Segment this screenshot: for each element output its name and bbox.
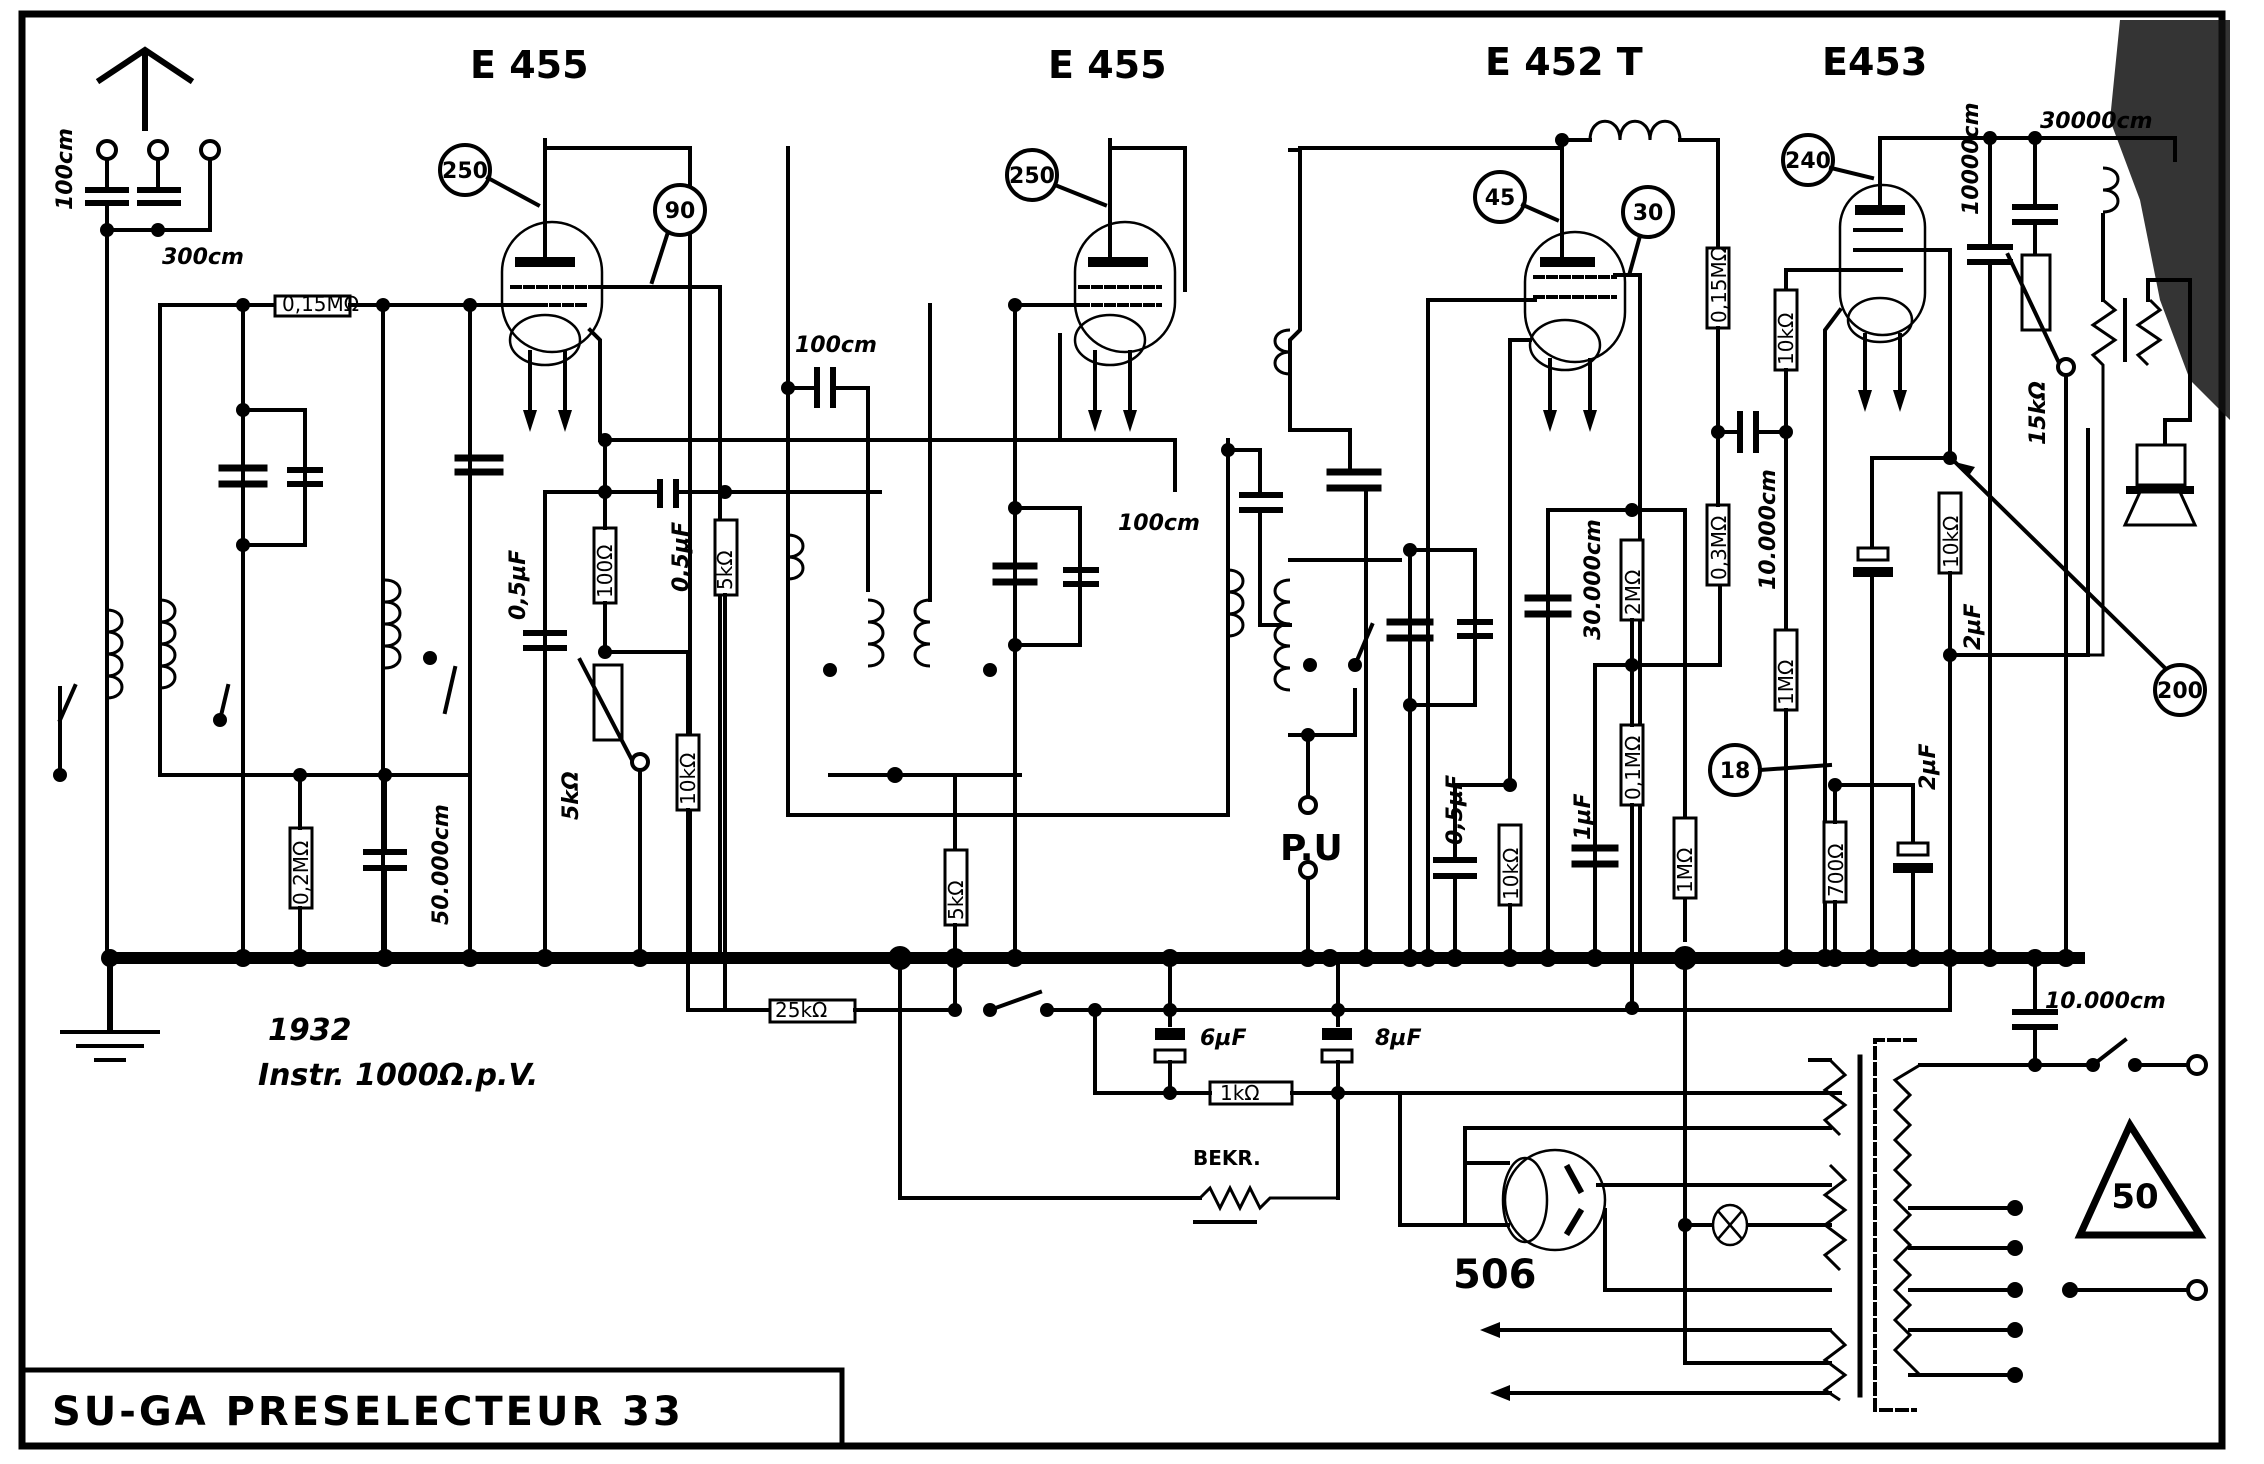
rectifier-tube (1398, 1091, 1832, 1292)
ground-taps (101, 949, 2075, 967)
tube-4-symbol (1773, 131, 2177, 960)
resistor-label: 0,2MΩ (289, 841, 313, 905)
capacitor-label: 30000cm (2040, 109, 2153, 134)
ground-symbol-icon (60, 955, 160, 1062)
capacitor-label: 10000cm (1959, 102, 1984, 215)
svg-text:250: 250 (1009, 164, 1055, 189)
resistor-label: 100Ω (593, 545, 617, 598)
resistor-label: 2MΩ (1621, 570, 1645, 615)
svg-text:240: 240 (1785, 149, 1831, 174)
resistor-label: 0,15MΩ (282, 292, 359, 316)
potentiometer-label: 5kΩ (559, 771, 584, 820)
capacitor-label: 30.000cm (1581, 519, 1606, 640)
tube-1-label: E 455 (470, 43, 589, 87)
capacitor-label: 10.000cm (2045, 989, 2166, 1014)
resistor-label: 5kΩ (944, 880, 968, 920)
svg-text:200: 200 (2157, 679, 2203, 704)
bandpass-2 (781, 146, 1230, 1012)
resistor-label: 1MΩ (1673, 848, 1697, 893)
field-coil-label: BEKR. (1193, 1146, 1261, 1170)
svg-text:250: 250 (442, 159, 488, 184)
capacitor-label: 1µF (1571, 793, 1596, 840)
resistor-label: 0,1MΩ (1621, 736, 1645, 800)
detector-input (1221, 148, 1402, 960)
potentiometer-label: 15kΩ (2026, 381, 2051, 445)
tube-3-screen-marker: 30 (1621, 185, 1675, 275)
capacitor-label: 50.000cm (429, 804, 454, 925)
resistor-label: 0,15MΩ (1707, 246, 1731, 323)
output-network (1822, 136, 2198, 960)
capacitor-label: 2µF (1961, 603, 1986, 650)
ht-supply (686, 956, 1952, 1224)
title-box: SU-GA PRESELECTEUR 33 (19, 1367, 845, 1449)
antenna-cap-label: 300cm (162, 245, 244, 270)
capacitor-label: 100cm (1118, 511, 1200, 536)
tube-4-voltage-marker: 240 (1781, 133, 1875, 187)
tube-1-voltage-marker: 250 (438, 143, 541, 208)
svg-text:45: 45 (1485, 186, 1516, 211)
capacitor-label: 0,5µF (1443, 775, 1468, 845)
capacitor-label: 100cm (795, 333, 877, 358)
heater-leads (1480, 1322, 1832, 1401)
resistor-label: 10kΩ (676, 753, 700, 805)
schematic-title: SU-GA PRESELECTEUR 33 (52, 1389, 684, 1435)
tube-4-label: E453 (1822, 40, 1927, 84)
capacitor-label: 0,5µF (669, 522, 694, 592)
tube-4-bias-marker: 18 (1708, 743, 1833, 797)
antenna-terminals (85, 139, 221, 960)
input-coil (106, 578, 402, 700)
instrument-note: Instr. 1000Ω.p.V. (258, 1058, 538, 1093)
resistor-label: 25kΩ (775, 998, 827, 1022)
tube-3-voltage-marker: 45 (1473, 170, 1560, 224)
antenna-cap-label: 100cm (53, 128, 78, 210)
resistor-label: 10kΩ (1774, 313, 1798, 365)
svg-text:50: 50 (2111, 1177, 2158, 1217)
capacitor-label: 10.000cm (1756, 469, 1781, 590)
tube-2-voltage-marker: 250 (1005, 148, 1108, 208)
resistor-label: 700Ω (1824, 844, 1848, 897)
svg-text:18: 18 (1720, 759, 1751, 784)
svg-text:90: 90 (665, 199, 696, 224)
frequency-triangle-icon: 50 (2074, 1117, 2207, 1239)
tube-1-screen-marker: 90 (649, 183, 707, 285)
resistor-label: 0,3MΩ (1707, 516, 1731, 580)
tube-1-cathode-network (523, 433, 882, 1012)
detector-grid-network (1386, 543, 1523, 960)
resistor-label: 10kΩ (1939, 516, 1963, 568)
outer-frame (18, 10, 2226, 1450)
resistor-label: 10kΩ (1499, 848, 1523, 900)
capacitor-label: 0,5µF (506, 550, 531, 620)
mains-transformer (1808, 1038, 2037, 1412)
mains-input (2012, 956, 2208, 1301)
tube-4-screen-marker: 200 (2153, 663, 2207, 717)
capacitor-label: 6µF (1200, 1026, 1247, 1051)
resistor-label: 1kΩ (1220, 1081, 1260, 1105)
bandpass-1 (53, 294, 547, 960)
scan-smudge (2110, 20, 2230, 420)
resistor-label: 1MΩ (1774, 660, 1798, 705)
capacitor-label: 2µF (1916, 743, 1941, 790)
rectifier-label: 506 (1453, 1252, 1537, 1298)
pilot-lamp (1678, 1203, 1832, 1247)
capacitor-label: 8µF (1375, 1026, 1422, 1051)
year-label: 1932 (268, 1013, 352, 1048)
pickup-label: P.U (1280, 828, 1343, 869)
tube-2-label: E 455 (1048, 43, 1167, 87)
antenna-icon (95, 46, 195, 131)
svg-text:30: 30 (1633, 201, 1664, 226)
detector-plate-network (1524, 246, 1793, 1357)
resistor-label: 5kΩ (713, 550, 737, 590)
tube-3-label: E 452 T (1485, 40, 1643, 84)
tube-2-symbol (1013, 138, 1187, 442)
